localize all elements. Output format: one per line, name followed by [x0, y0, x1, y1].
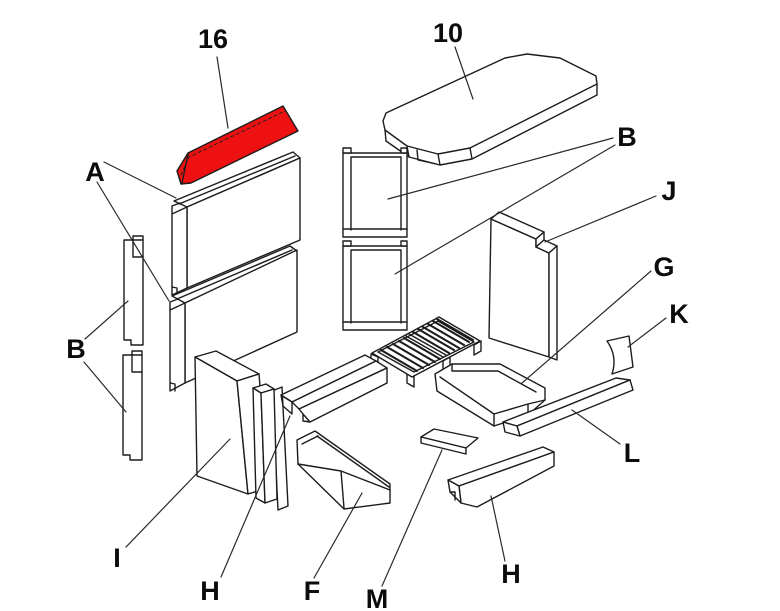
part-f-trough [296, 430, 391, 510]
leader-i [125, 438, 231, 548]
leader-a-2 [96, 181, 170, 302]
part-a-panel-2 [169, 245, 298, 392]
part-m-plate [420, 428, 479, 455]
label-10: 10 [433, 18, 463, 48]
part-h-bar-left [280, 354, 388, 423]
label-h-left: H [200, 576, 220, 606]
leader-b-left-2 [83, 361, 127, 413]
part-j-panel [488, 211, 558, 361]
label-b-left: B [66, 334, 86, 364]
leader-b-right-2 [394, 144, 616, 275]
part-b-strip-left-2 [122, 350, 143, 461]
part-16-highlighted-plate [176, 105, 299, 185]
leader-l [571, 409, 621, 445]
label-h-right: H [501, 559, 521, 589]
leader-b-right-1 [387, 137, 614, 200]
label-i: I [113, 543, 121, 573]
leader-lines [83, 46, 667, 587]
label-l: L [624, 438, 641, 468]
leader-k [627, 317, 667, 348]
label-g: G [653, 252, 674, 282]
part-b-middle-panel-2 [342, 240, 408, 331]
leader-h-left [220, 415, 291, 578]
part-b-strip-left-1 [123, 235, 144, 346]
label-a: A [85, 157, 105, 187]
leader-10 [454, 46, 474, 100]
part-g-trough [434, 363, 546, 427]
part-h-bar-right [447, 446, 555, 508]
fire-grate [370, 316, 482, 388]
leader-j [544, 195, 657, 243]
label-b-right: B [617, 122, 637, 152]
leader-16 [216, 56, 229, 129]
label-m: M [366, 584, 389, 611]
leader-g [521, 270, 652, 384]
leader-h-right [490, 495, 506, 562]
part-b-middle-panel-1 [342, 147, 408, 238]
part-k-plate [606, 335, 634, 375]
leader-f [313, 492, 363, 579]
leader-b-left-1 [84, 300, 129, 340]
narrow-plate-front [252, 383, 278, 504]
leader-a-1 [103, 161, 177, 199]
part-16-face [176, 105, 299, 185]
part-a-panel-1 [171, 151, 301, 296]
label-f: F [304, 576, 321, 606]
part-labels: 16 10 A B B J G K L I H F M H [66, 18, 689, 611]
part-10-top-plate [382, 53, 598, 166]
label-16: 16 [198, 24, 228, 54]
part-l-bar [502, 377, 634, 437]
label-j: J [661, 176, 676, 206]
label-k: K [669, 299, 689, 329]
leader-m [381, 449, 443, 587]
